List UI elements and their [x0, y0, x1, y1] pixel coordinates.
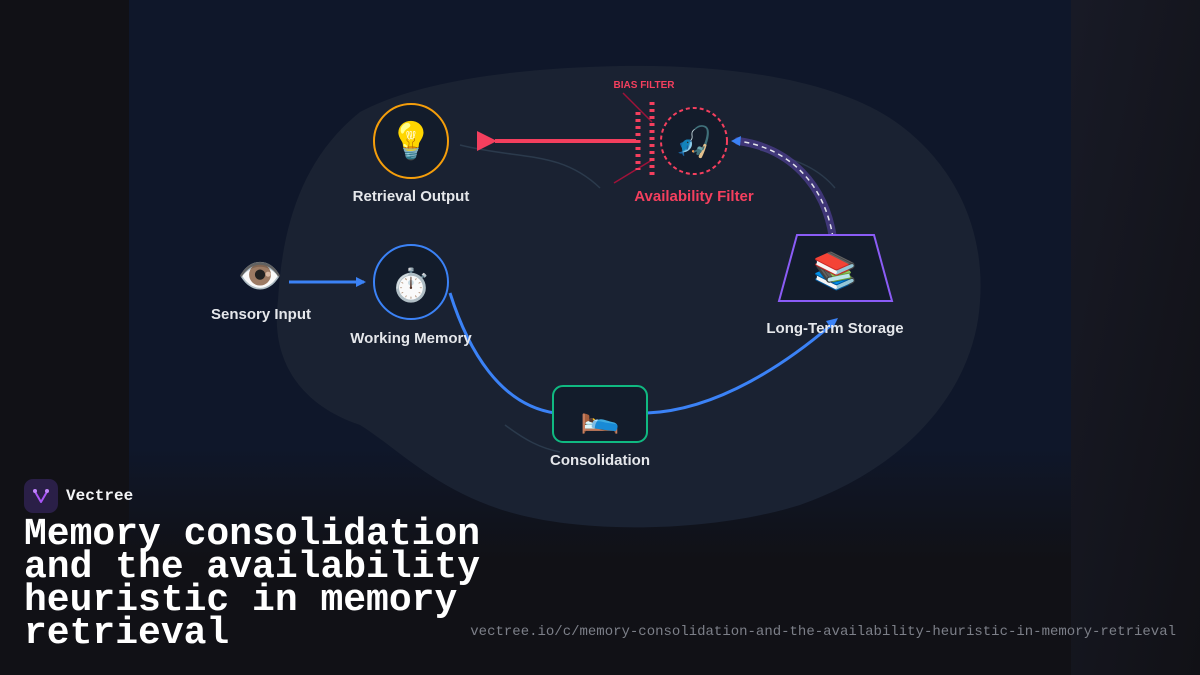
bias-pointer: [613, 159, 653, 184]
consolidation-node: [552, 385, 648, 443]
eye-icon: 👁️: [237, 256, 283, 297]
long-term-storage-node: [777, 234, 894, 302]
brand-name: Vectree: [66, 487, 134, 505]
working-memory-node: [373, 244, 449, 320]
books-icon: 📚: [812, 251, 858, 292]
side-panel: [1071, 0, 1200, 675]
vectree-logo-icon: [24, 479, 58, 513]
consolidation-to-storage-link: [646, 324, 831, 415]
bed-icon: 🛌: [580, 397, 620, 435]
sensory-input-label: Sensory Input: [210, 306, 312, 323]
stopwatch-icon: ⏱️: [391, 266, 431, 304]
bias-pointer: [622, 92, 653, 123]
fishing-pole-icon: 🎣: [675, 125, 713, 160]
brain-silhouette: [276, 65, 981, 528]
brain-fold: [504, 424, 561, 453]
bias-filter-label: BIAS FILTER: [613, 80, 675, 91]
consolidation-label: Consolidation: [550, 452, 650, 469]
retrieval-output-label: Retrieval Output: [352, 188, 470, 205]
page-title: Memory consolidation and the availabilit…: [24, 513, 481, 655]
availability-filter-node: [660, 107, 728, 175]
brand: Vectree: [24, 479, 133, 513]
lightbulb-icon: 💡: [388, 121, 434, 162]
availability-filter-label: Availability Filter: [634, 188, 754, 205]
consolidation-to-storage-arrowhead: [826, 318, 838, 330]
storage-to-filter-arrowhead: [731, 136, 741, 146]
long-term-storage-label: Long-Term Storage: [766, 320, 904, 337]
retrieval-output-node: [373, 103, 449, 179]
working-memory-label: Working Memory: [350, 330, 472, 347]
working-to-consolidation-link: [448, 292, 556, 415]
storage-to-filter-dashed: [737, 140, 834, 239]
page-url[interactable]: vectree.io/c/memory-consolidation-and-th…: [470, 624, 1176, 640]
